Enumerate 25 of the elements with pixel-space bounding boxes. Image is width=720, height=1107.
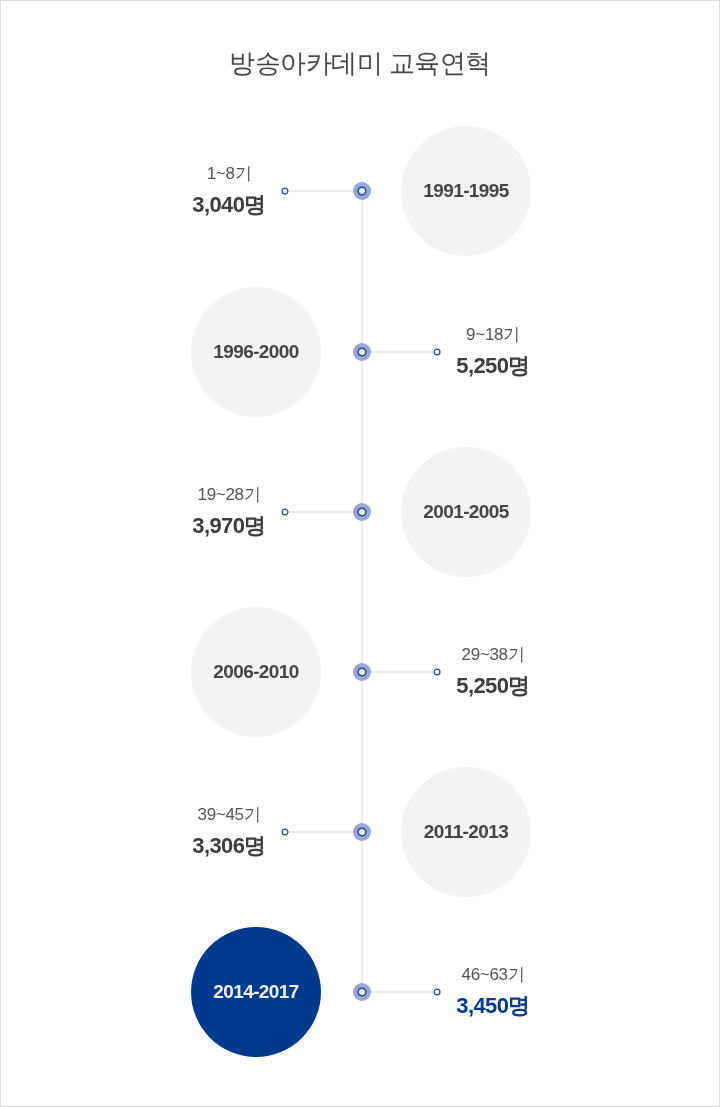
- cohort-range-label: 19~28기: [197, 484, 261, 506]
- connector-line: [370, 668, 441, 676]
- diagram-title: 방송아카데미 교육연혁: [229, 47, 491, 80]
- cohort-range-label: 39~45기: [197, 804, 261, 826]
- connector-line: [281, 508, 354, 516]
- connector-line: [370, 348, 441, 356]
- graduate-count-label: 5,250명: [456, 672, 530, 700]
- cohort-range-label: 9~18기: [466, 324, 520, 346]
- connector-line: [370, 988, 441, 996]
- year-range-label: 2011-2013: [423, 820, 509, 844]
- cohort-range-label: 29~38기: [461, 644, 525, 666]
- graduate-count-label: 3,970명: [192, 512, 266, 540]
- year-range-label: 2001-2005: [423, 500, 509, 524]
- connector-line: [281, 828, 354, 836]
- connector-line: [281, 187, 354, 195]
- cohort-range-label: 46~63기: [461, 964, 525, 986]
- year-range-label: 1991-1995: [423, 179, 509, 203]
- year-range-label: 1996-2000: [213, 340, 299, 364]
- year-range-label: 2006-2010: [213, 660, 299, 684]
- graduate-count-label: 3,450명: [456, 992, 530, 1020]
- graduate-count-label: 3,040명: [192, 191, 266, 219]
- graduate-count-label: 3,306명: [192, 832, 266, 860]
- cohort-range-label: 1~8기: [206, 163, 252, 185]
- year-range-label: 2014-2017: [213, 980, 299, 1004]
- graduate-count-label: 5,250명: [456, 352, 530, 380]
